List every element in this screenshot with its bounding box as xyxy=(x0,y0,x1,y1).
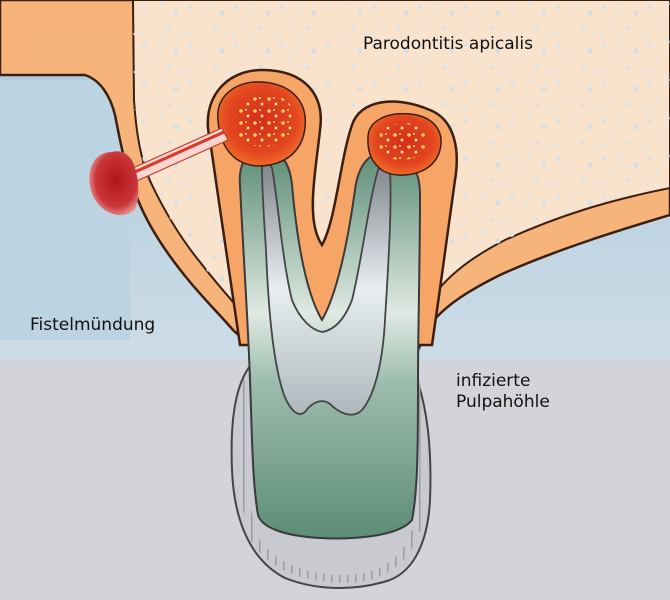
gingiva-texture xyxy=(238,378,428,583)
pulp-cavity xyxy=(261,161,392,416)
fistula-opening xyxy=(89,151,139,216)
label-pulpa-line1: infizierte xyxy=(456,371,531,391)
abscess-left-pus xyxy=(234,95,295,147)
label-fistelmuendung: Fistelmündung xyxy=(30,315,156,335)
fistula-line xyxy=(125,130,225,178)
label-pulpa-line2: Pulpahöhle xyxy=(456,392,550,412)
label-parodontitis-apicalis: Parodontitis apicalis xyxy=(363,34,533,54)
label-infizierte-pulpahoehle: infizierte Pulpahöhle xyxy=(456,371,550,413)
abscess-right-pus xyxy=(378,123,428,160)
